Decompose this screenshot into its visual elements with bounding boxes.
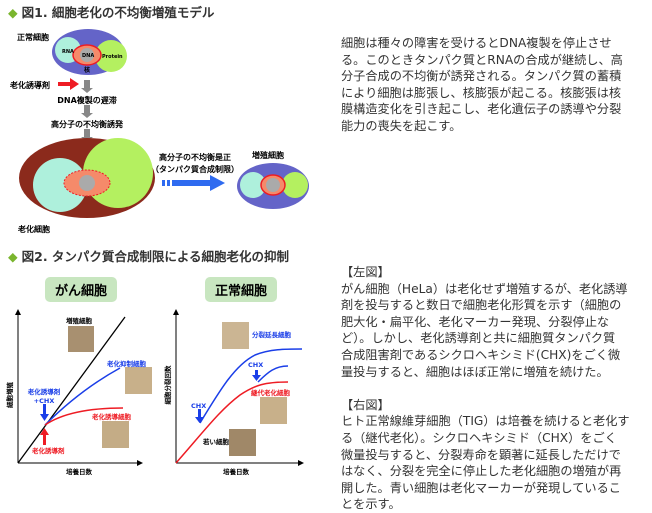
left-chart [15,309,152,466]
normal-cell: RNA DNA Protein 核 [52,29,127,75]
senescent-cell-label: 老化細胞 [17,224,50,234]
dna-label: DNA [82,53,94,59]
text-line: 分子合成の不均衡が誘発される。タンパク質の蓄積 [341,69,622,84]
red-arrow-icon [58,78,79,90]
text-line: 量投与すると、細胞はほぼ正常に増殖を続けた。 [341,364,609,379]
down-arrow-icon [195,409,204,423]
chx-left-label: CHX [191,402,206,410]
right-ylabel: 細胞分裂回数 [163,365,172,405]
suppressed-label: 老化抑制細胞 [106,359,147,368]
inducer-chx-label: 老化誘導剤 [27,387,61,396]
correction-sub-label: （タンパク質合成制限） [151,164,239,174]
text-line: はなく、分裂を完全に停止した老化細胞の増殖が再 [341,464,622,479]
text-line: 剤を投与すると数日で細胞老化形質を示す（細胞の [341,298,622,313]
proliferating-cell [237,163,309,209]
left-ylabel: 細胞増殖 [5,382,14,409]
extended-label: 分裂延長細胞 [252,330,292,339]
proliferating-cell-label: 増殖細胞 [252,150,284,160]
induced-curve [44,407,124,426]
rescued-curve [257,365,289,383]
normal-cell-header-text: 正常細胞 [215,283,267,299]
protein-label: Protein [102,54,123,60]
cell-photo [125,367,152,394]
figures: 正常細胞 RNA DNA Protein 核 老化誘導剤 DNA複製の遅滞 高分… [5,29,309,476]
suppressed-curve [44,367,121,426]
proliferating-label: 増殖細胞 [66,316,93,325]
inducer-label: 老化誘導剤 [9,80,50,90]
step2-label: 高分子の不均衡誘発 [51,119,124,129]
figure2-title: ◆図2. タンパク質合成制限による細胞老化の抑制 [8,246,289,265]
normal-cell-header [205,277,277,302]
figure1-title: ◆図1. 細胞老化の不均衡増殖モデル [8,2,214,21]
text-line: とを示す。 [341,497,401,512]
text-line: ど）。しかし、老化誘導剤と共に細胞質タンパク質 [341,331,616,346]
figure2-title-text: 図2. タンパク質合成制限による細胞老化の抑制 [21,249,290,264]
text-line: る。このときタンパク質とRNAの合成が継続し、高 [341,52,623,67]
young-label: 若い細胞 [203,437,230,446]
senescent-cell [19,138,155,218]
cell-photo [229,429,256,456]
cell-photo [68,326,94,352]
right-xlabel: 培養日数 [223,467,250,476]
cell-photo [102,421,129,448]
extended-curve [199,348,303,424]
text-line: がん細胞（HeLa）は老化せず増殖するが、老化誘導 [341,281,628,296]
text-line: 肥大化・扁平化、老化マーカー発現、分裂停止な [341,314,610,329]
cell-photo [260,397,287,424]
text-line: 細胞は種々の障害を受けるとDNA複製を停止させ [341,36,612,50]
text-line: る（継代老化）。シクロヘキシミド（CHX）をごく [341,430,617,445]
nucleus-label: 核 [84,66,90,74]
proliferation-line [17,316,126,464]
text-line: 開した。青い細胞は老化マーカーが発現しているこ [341,480,621,495]
text-line: 合成阻害剤であるシクロヘキシミド(CHX)をごく微 [341,347,621,362]
induced-label: 老化誘導細胞 [91,412,132,421]
cancer-cell-header [45,277,117,302]
left-xlabel: 培養日数 [66,467,93,476]
normal-cell-label: 正常細胞 [17,32,49,42]
senescent-curve [175,381,289,464]
diamond-icon: ◆ [8,249,18,264]
figure1-title-text: 図1. 細胞老化の不均衡増殖モデル [21,5,215,20]
blue-arrow-icon [162,175,225,191]
right-chart [173,309,304,466]
right-figure-label: 【右図】 [341,397,390,412]
step1-label: DNA複製の遅滞 [57,95,117,105]
chx-right-label: CHX [248,361,263,369]
cancer-cell-header-text: がん細胞 [55,283,107,299]
rna-label: RNA [62,49,74,55]
senescent-label: 継代老化細胞 [251,388,291,397]
down-arrow-icon [252,370,261,381]
figure1-description: 細胞は種々の障害を受けるとDNA複製を停止させ る。このときタンパク質とRNAの… [341,35,623,135]
gray-arrows [81,80,93,142]
text-line: 膜構造変化を引き起こし、老化遺伝子の誘導や分裂 [341,102,622,117]
diamond-icon: ◆ [8,5,18,20]
text-line: 能力の喪失を起こす。 [341,118,462,133]
inducer-red-label: 老化誘導剤 [31,446,65,455]
chx-label: +CHX [34,397,55,405]
left-figure-label: 【左図】 [341,265,390,279]
correction-label: 高分子の不均衡是正 [159,152,231,162]
down-arrow-icon [40,404,49,421]
up-arrow-icon [40,428,49,445]
text-line: 微量投与すると、分裂寿命を顕著に延長しただけで [341,447,621,462]
text-line: ヒト正常線維芽細胞（TIG）は培養を続けると老化す [341,414,630,429]
text-line: により細胞は膨張し、核膨張が起こる。核膨張は核 [341,85,622,100]
figure2-description: 【左図】 がん細胞（HeLa）は老化せず増殖するが、老化誘導 剤を投与すると数日… [341,264,630,513]
cell-photo [222,322,249,349]
